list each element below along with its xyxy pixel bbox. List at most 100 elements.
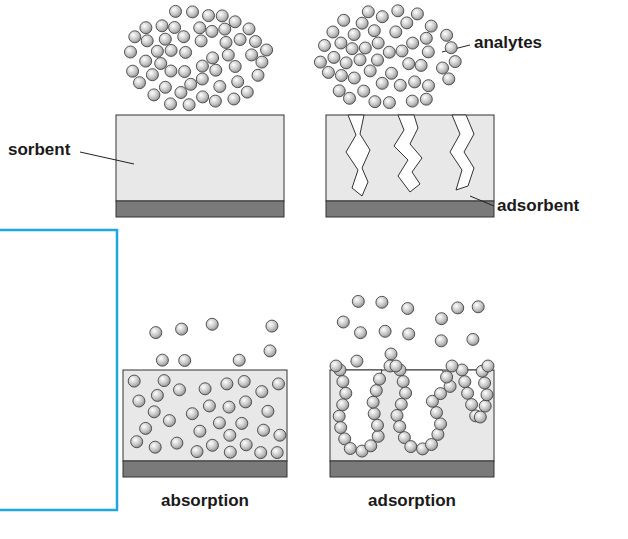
analyte-particle <box>405 441 417 453</box>
analyte-particle <box>155 58 167 70</box>
analyte-particle <box>392 5 404 17</box>
sorbent-block <box>123 370 287 461</box>
analyte-particle <box>386 67 398 79</box>
analyte-particle <box>425 20 437 32</box>
analyte-particle <box>224 429 236 441</box>
leader-line <box>470 196 494 206</box>
analyte-particle <box>459 376 471 388</box>
analyte-particle <box>194 425 206 437</box>
analyte-particle <box>340 387 352 399</box>
analyte-particle <box>206 318 218 330</box>
analyte-particle <box>368 408 380 420</box>
analyte-particle <box>415 59 427 71</box>
analyte-particle <box>394 79 406 91</box>
analyte-particle <box>422 46 434 58</box>
analyte-particle <box>348 29 360 41</box>
analyte-particle <box>462 387 474 399</box>
analyte-particle <box>180 46 192 58</box>
analyte-particle <box>436 313 448 325</box>
analyte-particle <box>449 56 461 68</box>
analyte-particle <box>396 45 408 57</box>
analyte-particle <box>446 360 458 372</box>
analyte-particle <box>376 77 388 89</box>
analyte-particle <box>197 91 209 103</box>
analyte-particle <box>261 44 273 56</box>
analyte-particle <box>337 376 349 388</box>
analyte-particle <box>335 422 347 434</box>
analyte-particle <box>354 54 366 66</box>
analyte-particle <box>273 378 285 390</box>
analyte-particle <box>234 34 246 46</box>
analyte-particle <box>241 86 253 98</box>
analyte-particle <box>356 17 368 29</box>
analyte-particle <box>129 31 141 43</box>
analyte-particle <box>256 56 268 68</box>
analyte-particle <box>210 64 222 76</box>
support-layer <box>123 461 287 477</box>
analyte-particle <box>385 348 397 360</box>
analyte-particle <box>369 96 381 108</box>
analyte-particle <box>151 389 163 401</box>
pores <box>346 115 474 196</box>
analyte-particle <box>228 93 240 105</box>
analyte-particle <box>376 296 388 308</box>
sorbent-block <box>116 115 284 201</box>
analyte-particle <box>403 58 415 70</box>
analyte-particle <box>319 40 331 52</box>
analyte-particle <box>391 410 403 422</box>
analyte-particle <box>258 424 270 436</box>
analyte-particle <box>165 44 177 56</box>
analyte-particle <box>411 8 423 20</box>
analyte-particle <box>431 407 443 419</box>
analyte-particle <box>252 69 264 81</box>
analyte-particle <box>203 10 215 22</box>
analyte-particle <box>481 389 493 401</box>
analyte-particle <box>397 376 409 388</box>
analyte-particle <box>191 446 203 458</box>
analyte-particle <box>148 406 160 418</box>
analyte-particle <box>441 371 453 383</box>
analyte-particle <box>233 354 245 366</box>
analyte-particle <box>335 70 347 82</box>
analyte-particle <box>229 61 241 73</box>
analyte-particle <box>158 375 170 387</box>
analyte-particle <box>383 97 395 109</box>
analyte-particle <box>423 80 435 92</box>
pores <box>338 370 488 452</box>
leader-line <box>80 152 134 164</box>
label-sorbent: sorbent <box>8 141 70 160</box>
analyte-particle <box>472 301 484 313</box>
analyte-particle <box>395 398 407 410</box>
analyte-particle <box>337 399 349 411</box>
analyte-particle <box>355 327 367 339</box>
label-adsorbent: adsorbent <box>497 197 579 216</box>
analyte-particle <box>437 62 449 74</box>
analyte-particle <box>262 405 274 417</box>
analyte-particle <box>163 415 175 427</box>
analyte-particle <box>328 51 340 63</box>
analyte-particle <box>337 316 349 328</box>
analyte-particle <box>134 77 146 89</box>
analyte-particle <box>403 328 415 340</box>
analyte-particle <box>338 14 350 26</box>
analyte-particle <box>407 37 419 49</box>
analyte-particle <box>372 419 384 431</box>
analyte-particle <box>364 65 376 77</box>
analyte-particle <box>402 303 414 315</box>
analyte-particle <box>179 355 191 367</box>
analyte-particle <box>206 25 218 37</box>
label-absorption: absorption <box>161 492 249 511</box>
analyte-particle <box>187 6 199 18</box>
analyte-particle <box>243 23 255 35</box>
analyte-particle <box>256 386 268 398</box>
analyte-particle <box>443 73 455 85</box>
analyte-particle <box>409 76 421 88</box>
analyte-particle <box>196 60 208 72</box>
analyte-particle <box>176 323 188 335</box>
analyte-particle <box>159 81 171 93</box>
analyte-particle <box>479 400 491 412</box>
analyte-particle <box>171 437 183 449</box>
analyte-particle <box>222 49 234 61</box>
analyte-particle <box>420 93 432 105</box>
